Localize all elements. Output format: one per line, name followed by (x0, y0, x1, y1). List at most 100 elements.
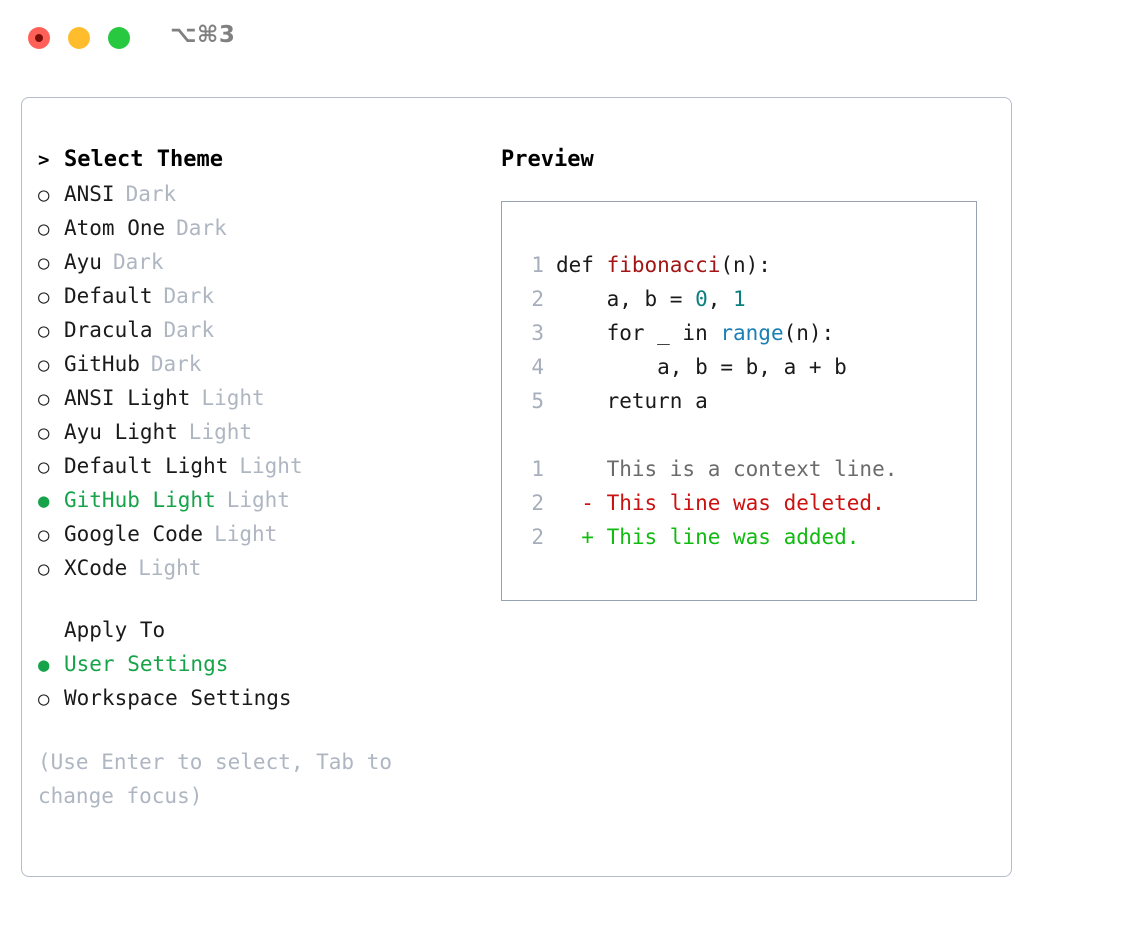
theme-option-variant: Light (138, 556, 202, 580)
theme-option-variant: Light (188, 420, 253, 444)
theme-option-name: XCode (64, 556, 128, 580)
close-icon (35, 34, 43, 42)
theme-option-variant: Dark (112, 250, 164, 274)
theme-option[interactable]: ○ XCode Light (38, 551, 478, 585)
radio-unselected-icon: ○ (38, 688, 50, 710)
spacer-icon (38, 614, 64, 648)
apply-to-heading: Apply To (38, 613, 478, 647)
code-line-text: a, b = 0, 1 (556, 282, 746, 316)
line-number: 2 (531, 491, 544, 515)
theme-option-name: Atom One (64, 216, 166, 240)
code-line: 4 a, b = b, a + b (514, 350, 897, 384)
theme-option-variant: Dark (125, 182, 177, 206)
theme-option-name: GitHub (64, 352, 140, 376)
theme-option[interactable]: ● GitHub Light Light (38, 483, 478, 517)
code-line-text: return a (556, 384, 708, 418)
radio-unselected-icon: ○ (38, 422, 50, 444)
radio-unselected-icon: ○ (38, 558, 50, 580)
theme-option-name: Default (64, 284, 153, 308)
theme-option-name: Default Light (64, 454, 229, 478)
theme-option-variant: Dark (163, 318, 215, 342)
radio-unselected-icon: ○ (38, 218, 50, 240)
code-token: , (707, 287, 734, 311)
radio-unselected-icon: ○ (38, 524, 50, 546)
radio-unselected-icon: ○ (38, 320, 50, 342)
apply-to-label: Apply To (64, 618, 166, 642)
code-line-text: a, b = b, a + b (556, 350, 847, 384)
apply-to-option[interactable]: ○ Workspace Settings (38, 681, 478, 715)
code-line-text: def fibonacci(n): (556, 248, 771, 282)
line-number: 5 (531, 389, 544, 413)
apply-to-options: ●User Settings ○ Workspace Settings (38, 647, 478, 715)
diff-line-text: + This line was added. (556, 525, 860, 549)
code-token: for _ in (556, 321, 721, 345)
theme-option-name: Ayu (64, 250, 102, 274)
diff-line-text: This is a context line. (556, 457, 898, 481)
code-line: 5 return a (514, 384, 897, 418)
line-number: 3 (531, 321, 544, 345)
radio-unselected-icon: ○ (38, 456, 50, 478)
line-number: 2 (531, 287, 544, 311)
theme-option[interactable]: ○ Ayu Dark (38, 245, 478, 279)
code-token: 0 (695, 287, 708, 311)
line-number: 4 (531, 355, 544, 379)
radio-unselected-icon: ○ (38, 252, 50, 274)
code-token: fibonacci (606, 253, 721, 277)
theme-option-variant: Light (226, 488, 290, 512)
code-token: a, b = b, a + b (556, 355, 847, 379)
apply-to-option-label: Workspace Settings (64, 686, 292, 710)
code-spacer (514, 418, 897, 452)
line-number: 2 (531, 525, 544, 549)
maximize-button[interactable] (108, 27, 130, 49)
apply-to-section: Apply To ●User Settings ○ Workspace Settin… (38, 613, 478, 715)
diff-line-text: - This line was deleted. (556, 491, 885, 515)
diff-line: 1 This is a context line. (514, 452, 897, 486)
code-token: (n): (783, 321, 835, 345)
theme-option-variant: Light (214, 522, 278, 546)
radio-selected-icon: ● (38, 490, 50, 512)
code-token: return a (556, 389, 708, 413)
theme-option-variant: Dark (163, 284, 215, 308)
code-token: a, b = (556, 287, 696, 311)
radio-unselected-icon: ○ (38, 388, 50, 410)
code-token: def (556, 253, 607, 277)
diff-line: 2 - This line was deleted. (514, 486, 897, 520)
code-line: 1 def fibonacci(n): (514, 248, 897, 282)
minimize-button[interactable] (68, 27, 90, 49)
theme-option-variant: Light (239, 454, 303, 478)
theme-option[interactable]: ○ Atom One Dark (38, 211, 478, 245)
line-number: 1 (531, 253, 544, 277)
code-line: 3 for _ in range(n): (514, 316, 897, 350)
theme-option[interactable]: ○ Ayu Light Light (38, 415, 478, 449)
preview-title: Preview (501, 147, 594, 172)
theme-option-name: Google Code (64, 522, 204, 546)
theme-option-variant: Dark (176, 216, 227, 240)
theme-option-name: ANSI (64, 182, 115, 206)
theme-option[interactable]: ○ Dracula Dark (38, 313, 478, 347)
theme-option-name: ANSI Light (64, 386, 191, 410)
code-line: 2 a, b = 0, 1 (514, 282, 897, 316)
apply-to-option-label: User Settings (64, 652, 229, 676)
theme-option-name: Ayu Light (64, 420, 178, 444)
theme-option[interactable]: ○ GitHub Dark (38, 347, 478, 381)
apply-to-option[interactable]: ●User Settings (38, 647, 478, 681)
theme-option-name: GitHub Light (64, 488, 216, 512)
radio-unselected-icon: ○ (38, 354, 50, 376)
theme-option[interactable]: ○ Google Code Light (38, 517, 478, 551)
theme-option[interactable]: ○ Default Light Light (38, 449, 478, 483)
title-bar: ⌥⌘3 (0, 0, 1140, 78)
theme-option-name: Dracula (64, 318, 153, 342)
line-number: 1 (531, 457, 544, 481)
keyboard-hint: (Use Enter to select, Tab to change focu… (38, 750, 393, 808)
theme-option-variant: Dark (150, 352, 202, 376)
prompt-caret-icon: > (38, 149, 50, 171)
